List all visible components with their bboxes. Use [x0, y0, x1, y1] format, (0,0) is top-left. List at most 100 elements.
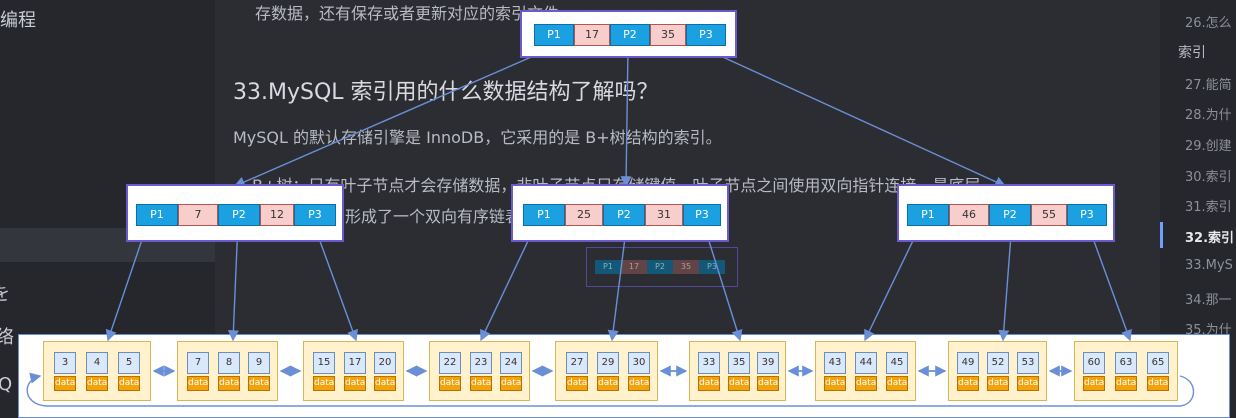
- root-pointer: P2: [610, 24, 650, 46]
- leaf-key: 7: [187, 352, 209, 374]
- toc-section[interactable]: 索引: [1178, 45, 1206, 61]
- leaf-data: data: [374, 376, 396, 391]
- leaf-data: data: [439, 376, 461, 391]
- internal-key: 7: [178, 204, 218, 226]
- leaf-data: data: [566, 376, 588, 391]
- left-sidebar-item[interactable]: Q: [0, 374, 13, 395]
- internal-pointer: P1: [523, 204, 565, 226]
- internal-pointer: P2: [989, 204, 1031, 226]
- leaf-key: 24: [500, 352, 522, 374]
- leaf-key: 3: [54, 352, 76, 374]
- leaf-key: 5: [118, 352, 140, 374]
- leaf-key: 43: [824, 352, 846, 374]
- leaf-key: 39: [757, 352, 779, 374]
- faded-node-cell: 17: [621, 260, 647, 274]
- leaf-data: data: [855, 376, 877, 391]
- internal-node: P1 46 P2 55 P3: [897, 184, 1115, 242]
- leaf-key: 33: [698, 352, 720, 374]
- leaf-data: data: [1147, 376, 1169, 391]
- article-heading: 33.MySQL 索引用的什么数据结构了解吗？: [233, 80, 659, 105]
- leaf-data: data: [1083, 376, 1105, 391]
- toc-item[interactable]: 30.索引: [1185, 170, 1232, 185]
- leaf-key: 65: [1147, 352, 1169, 374]
- root-pointer: P1: [534, 24, 574, 46]
- leaf-data: data: [118, 376, 140, 391]
- leaf-node: 49 52 53 data data data: [948, 341, 1047, 401]
- internal-pointer: P3: [294, 204, 336, 226]
- leaf-data: data: [218, 376, 240, 391]
- toc-item[interactable]: 29.创建: [1185, 139, 1232, 154]
- toc-item[interactable]: 27.能简: [1185, 78, 1232, 93]
- left-sidebar-item[interactable]: 络: [0, 327, 14, 348]
- faded-node-cell: 35: [673, 260, 699, 274]
- leaf-data: data: [248, 376, 270, 391]
- leaf-node: 7 8 9 data data data: [177, 341, 278, 401]
- leaf-key: 63: [1115, 352, 1137, 374]
- leaf-key: 23: [470, 352, 492, 374]
- leaf-key: 8: [218, 352, 240, 374]
- leaf-data: data: [470, 376, 492, 391]
- internal-pointer: P3: [1067, 204, 1107, 226]
- toc-item[interactable]: 34.那一: [1185, 293, 1232, 308]
- toc-item[interactable]: 33.MyS: [1185, 258, 1233, 273]
- toc-item-active[interactable]: 32.索引: [1185, 231, 1235, 246]
- leaf-data: data: [54, 376, 76, 391]
- left-sidebar-item[interactable]: を: [0, 284, 10, 305]
- leaf-node: 33 35 39 data data data: [689, 341, 786, 401]
- root-node: P1 17 P2 35 P3: [520, 10, 737, 58]
- internal-node: P1 7 P2 12 P3: [126, 184, 344, 242]
- leaf-key: 44: [855, 352, 877, 374]
- leaf-node: 15 17 20 data data data: [303, 341, 404, 401]
- leaf-key: 53: [1017, 352, 1039, 374]
- leaf-node: 60 63 65 data data data: [1074, 341, 1178, 401]
- left-sidebar-item[interactable]: 编程: [0, 10, 36, 31]
- toc-item[interactable]: 28.为什: [1185, 108, 1232, 123]
- article-paragraph: 形成了一个双向有序链表。: [345, 207, 538, 226]
- internal-key: 46: [949, 204, 989, 226]
- leaf-data: data: [698, 376, 720, 391]
- leaf-data: data: [824, 376, 846, 391]
- leaf-data: data: [886, 376, 908, 391]
- article-line: 存数据，还有保存或者更新对应的索引文件: [255, 4, 560, 23]
- internal-key: 25: [565, 204, 603, 226]
- leaf-node: 3 4 5 data data data: [43, 341, 151, 401]
- internal-pointer: P2: [603, 204, 645, 226]
- leaf-data: data: [728, 376, 750, 391]
- root-key: 17: [574, 24, 610, 46]
- faded-node-cell: P2: [647, 260, 673, 274]
- leaf-data: data: [987, 376, 1009, 391]
- toc-item[interactable]: 31.索引: [1185, 200, 1232, 215]
- faded-node-cell: P1: [595, 260, 621, 274]
- leaf-node: 22 23 24 data data data: [429, 341, 530, 401]
- toc-active-indicator: [1160, 222, 1163, 248]
- leaf-links: [26, 365, 1195, 407]
- leaf-data: data: [757, 376, 779, 391]
- leaf-key: 20: [374, 352, 396, 374]
- internal-key: 12: [260, 204, 294, 226]
- internal-pointer: P3: [683, 204, 721, 226]
- toc-item[interactable]: 26.怎么: [1185, 16, 1232, 31]
- leaf-key: 29: [597, 352, 619, 374]
- root-pointer: P3: [686, 24, 726, 46]
- leaf-key: 60: [1083, 352, 1105, 374]
- internal-node: P1 25 P2 31 P3: [511, 184, 729, 242]
- internal-key: 31: [645, 204, 683, 226]
- article-paragraph: MySQL 的默认存储引擎是 InnoDB，它采用的是 B+树结构的索引。: [233, 128, 722, 147]
- root-key: 35: [650, 24, 686, 46]
- leaf-key: 9: [248, 352, 270, 374]
- leaf-key: 27: [566, 352, 588, 374]
- leaf-key: 15: [313, 352, 335, 374]
- internal-pointer: P1: [907, 204, 949, 226]
- leaf-data: data: [1017, 376, 1039, 391]
- leaf-data: data: [86, 376, 108, 391]
- leaf-key: 17: [344, 352, 366, 374]
- leaf-key: 22: [439, 352, 461, 374]
- leaf-data: data: [597, 376, 619, 391]
- leaf-data: data: [187, 376, 209, 391]
- leaf-data: data: [344, 376, 366, 391]
- leaf-data: data: [628, 376, 650, 391]
- leaf-data: data: [500, 376, 522, 391]
- leaf-key: 49: [957, 352, 979, 374]
- leaf-key: 45: [886, 352, 908, 374]
- internal-pointer: P1: [136, 204, 178, 226]
